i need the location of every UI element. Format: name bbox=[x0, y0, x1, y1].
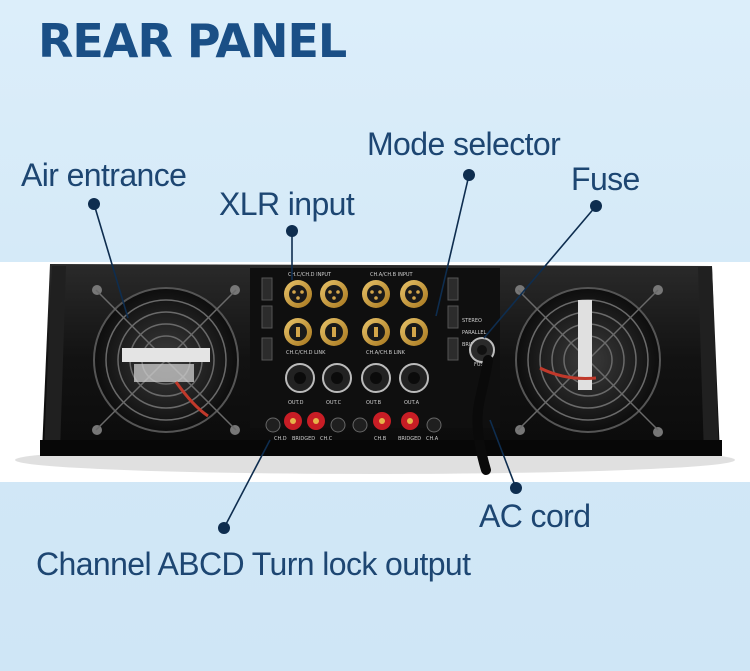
callout-dots bbox=[88, 169, 602, 534]
out-label: OUT.A bbox=[404, 400, 420, 406]
screw bbox=[515, 425, 525, 435]
xlr-input-jacks bbox=[284, 280, 428, 308]
ac-cord bbox=[472, 355, 493, 475]
bridged-label: BRIDGED bbox=[398, 436, 421, 442]
bridged-label: BRIDGED bbox=[292, 436, 315, 442]
left-fan-grille bbox=[93, 287, 239, 433]
turn-lock-output-label: Channel ABCD Turn lock output bbox=[36, 546, 471, 582]
xlr-link-jacks bbox=[284, 318, 428, 346]
input-label: CH.A/CH.B INPUT bbox=[370, 272, 414, 278]
fan-sticker bbox=[578, 300, 592, 390]
page-title: REAR PANEL bbox=[38, 14, 347, 68]
fuse-label: Fuse bbox=[571, 161, 640, 197]
xlr-jack bbox=[320, 280, 348, 308]
ac-cord-label: AC cord bbox=[479, 498, 591, 534]
xlr-jack bbox=[284, 318, 312, 346]
speakon-output bbox=[285, 363, 315, 393]
ch-label: CH.D bbox=[274, 436, 287, 442]
ch-label: CH.A bbox=[426, 436, 439, 442]
link-label: CH.C/CH.D LINK bbox=[286, 350, 326, 356]
xlr-jack bbox=[362, 280, 390, 308]
out-label: OUT.D bbox=[288, 400, 304, 406]
out-label: OUT.B bbox=[366, 400, 382, 406]
fan-sticker bbox=[122, 348, 210, 362]
screw bbox=[515, 285, 525, 295]
xlr-jack bbox=[362, 318, 390, 346]
turn-lock-outputs bbox=[285, 363, 429, 393]
binding-post-terminals bbox=[265, 412, 442, 433]
link-label: CH.A/CH.B LINK bbox=[366, 350, 406, 356]
xlr-input-label: XLR input bbox=[219, 186, 355, 222]
speakon-output bbox=[361, 363, 391, 393]
screw bbox=[653, 427, 663, 437]
xlr-jack bbox=[400, 280, 428, 308]
air-entrance-label: Air entrance bbox=[21, 157, 187, 193]
fuse-marking: FUSE bbox=[474, 362, 487, 368]
speakon-output bbox=[322, 363, 352, 393]
right-fan-grille bbox=[515, 287, 661, 433]
mode-option: STEREO bbox=[462, 318, 482, 324]
speakon-output bbox=[399, 363, 429, 393]
ch-label: CH.B bbox=[374, 436, 387, 442]
xlr-jack bbox=[284, 280, 312, 308]
out-label: OUT.C bbox=[326, 400, 342, 406]
xlr-jack bbox=[320, 318, 348, 346]
mode-option: PARALLEL bbox=[462, 330, 487, 336]
ch-label: CH.C bbox=[320, 436, 333, 442]
mode-selector-label: Mode selector bbox=[367, 126, 561, 162]
input-label: CH.C/CH.D INPUT bbox=[288, 272, 332, 278]
callout-leaders bbox=[93, 174, 597, 529]
xlr-jack bbox=[400, 318, 428, 346]
